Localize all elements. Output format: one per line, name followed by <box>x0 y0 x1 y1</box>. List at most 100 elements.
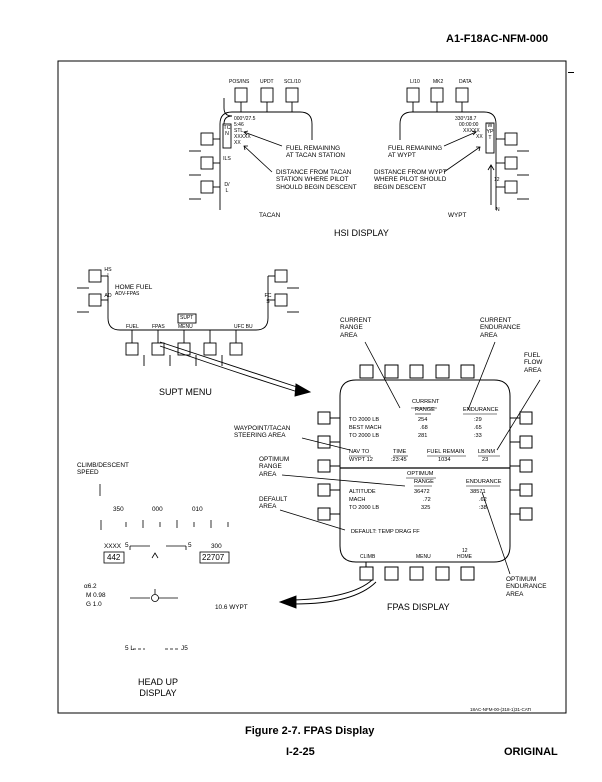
wypt-callout-dist: DISTANCE FROM WYPT WHERE PILOT SHOULD BE… <box>374 169 447 191</box>
wypt-fuel: XXXXX <box>463 128 480 134</box>
tacan-fuel: XXXXX <box>234 134 251 140</box>
hud-graphics <box>99 484 230 650</box>
tacan-label: TACAN <box>259 212 281 219</box>
fpas-opt-endurance-hdr: ENDURANCE <box>466 479 502 485</box>
fpas-o2-range: .72 <box>423 497 431 503</box>
supt-home-fuel: HOME FUEL <box>115 284 153 291</box>
fpas-opt-range-hdr: RANGE <box>414 479 434 485</box>
hud-alt-label: 300 <box>211 543 222 550</box>
fpas-time-hdr: TIME <box>393 449 407 455</box>
hsi-callout-arrows <box>243 130 481 173</box>
fpas-o3-label: TO 2000 LB <box>349 505 380 511</box>
fpas-range-hdr: RANGE <box>415 407 435 413</box>
fpas-wypt: WYPT 12 <box>349 457 373 463</box>
fpas-o1-label: ALTITUDE <box>349 489 376 495</box>
supt-btn-menu: MENU <box>178 324 193 330</box>
fpas-o2-label: MACH <box>349 497 366 503</box>
hsi-tacan-btn-updt: UPDT <box>260 79 274 85</box>
callout-optimum-range: OPTIMUM RANGE AREA <box>259 456 290 478</box>
fpas-wypt-lbnm: 23 <box>482 457 489 463</box>
fpas-r1-range: 254 <box>418 417 428 423</box>
hud-heading-000: 000 <box>152 506 163 513</box>
tacan-dist: XX <box>234 140 241 146</box>
hud-g: G 1.0 <box>86 601 102 608</box>
wypt-scale-n: N <box>496 207 500 213</box>
fpas-r1-end: :29 <box>474 417 482 423</box>
callout-current-endurance: CURRENT ENDURANCE AREA <box>480 317 521 339</box>
supt-btn-fuel: FUEL <box>126 324 139 330</box>
tacan-bearing: 000°/27.5 <box>234 116 256 122</box>
supt-adv-fpas: ADV-FPAS <box>115 291 140 297</box>
fpas-optimum-hdr: OPTIMUM <box>407 471 434 477</box>
fpas-to-hud-arrow <box>278 579 377 609</box>
fpas-o1-range: 36472 <box>414 489 430 495</box>
wypt-label: WYPT <box>448 212 467 219</box>
fpas-display-title: FPAS DISPLAY <box>387 602 450 612</box>
hsi-tacan-btn-scl: SCL/10 <box>284 79 301 85</box>
fpas-r3-label: TO 2000 LB <box>349 433 380 439</box>
fpas-r1-label: TO 2000 LB <box>349 417 380 423</box>
hud-title: HEAD UP DISPLAY <box>138 677 179 698</box>
tacan-time: 5:46 <box>234 122 244 128</box>
callout-optimum-endurance: OPTIMUM ENDURANCE AREA <box>506 576 547 598</box>
tacan-side-dl: D/L <box>224 182 230 194</box>
hud-bottom-right: J5 <box>181 645 188 652</box>
supt-side-adi: ADI <box>104 293 112 305</box>
fpas-btn-menu: MENU <box>416 554 431 560</box>
hud-climb-label: CLIMB/DESCENT SPEED <box>77 462 129 477</box>
fpas-wypt-fuel: 1034 <box>438 457 451 463</box>
fpas-o3-end: :38 <box>479 505 487 511</box>
hud-pitch-right: 5 <box>188 542 192 549</box>
margin-tick <box>568 72 574 73</box>
hud-mach: M 0.98 <box>86 592 106 599</box>
fpas-btn-12: 12 <box>462 548 468 554</box>
hud-airspeed: 442 <box>107 553 121 562</box>
fpas-lbnm-hdr: LB/NM <box>478 449 496 455</box>
fpas-r3-end: :33 <box>474 433 482 439</box>
supt-to-fpas-arrow <box>159 341 312 397</box>
wypt-time: 00:00:00 <box>459 122 479 128</box>
fpas-callout-arrows <box>279 341 541 575</box>
fpas-endurance-hdr: ENDURANCE <box>463 407 499 413</box>
tacan-side-ils: ILS <box>223 156 231 162</box>
figure-frame <box>57 60 567 714</box>
revision-status: ORIGINAL <box>504 746 558 758</box>
wypt-callout-fuel: FUEL REMAINING AT WYPT <box>388 145 443 160</box>
fpas-default: DEFAULT: TEMP DRAG FF <box>351 529 420 535</box>
page-number: I-2-25 <box>286 746 315 758</box>
supt-menu-title: SUPT MENU <box>159 387 212 397</box>
callout-default: DEFAULT AREA <box>259 496 288 511</box>
doc-id: A1-F18AC-NFM-000 <box>446 33 549 45</box>
callout-fuel-flow: FUEL FLOW AREA <box>524 352 543 374</box>
fpas-nav-to: NAV TO <box>349 449 370 455</box>
supt-side-fcs: FCS <box>264 293 272 305</box>
tacan-callout-dist: DISTANCE FROM TACAN STATION WHERE PILOT … <box>276 169 357 191</box>
supt-menu-display <box>77 269 299 366</box>
fpas-current-hdr: CURRENT <box>412 399 440 405</box>
hud-heading-010: 010 <box>192 506 203 513</box>
wypt-scale-num: 12 <box>494 177 500 183</box>
fpas-o1-end: 38571 <box>470 489 486 495</box>
supt-box-label: SUPT <box>180 315 194 321</box>
fpas-btn-climb: CLIMB <box>360 554 376 560</box>
hsi-wypt-btn-l10: L/10 <box>410 79 420 85</box>
wypt-dist: XX <box>476 134 483 140</box>
supt-btn-fpas: FPAS <box>152 324 165 330</box>
hsi-wypt-display <box>399 87 529 210</box>
hud-aoa: α6.2 <box>84 583 97 590</box>
hsi-tacan-btn-posins: POS/INS <box>229 79 250 85</box>
hsi-display-title: HSI DISPLAY <box>334 228 389 238</box>
hud-xxxx: XXXX <box>104 543 122 550</box>
fpas-r2-range: .68 <box>420 425 428 431</box>
tacan-side-tcn: TCN <box>223 125 231 137</box>
supt-side-hsi: HSI <box>104 267 112 279</box>
fpas-r2-end: .65 <box>474 425 482 431</box>
hud-altitude: 22707 <box>202 553 225 562</box>
hud-bottom-left: 5 L <box>125 645 134 652</box>
fpas-fuel-remain-hdr: FUEL REMAIN <box>427 449 465 455</box>
fpas-btn-home: HOME <box>457 554 472 560</box>
hsi-wypt-btn-data: DATA <box>459 79 472 85</box>
supt-btn-ufcbu: UFC BU <box>234 324 253 330</box>
hsi-tacan-display <box>189 87 313 210</box>
callout-waypoint-tacan: WAYPOINT/TACAN STEERING AREA <box>234 425 291 440</box>
